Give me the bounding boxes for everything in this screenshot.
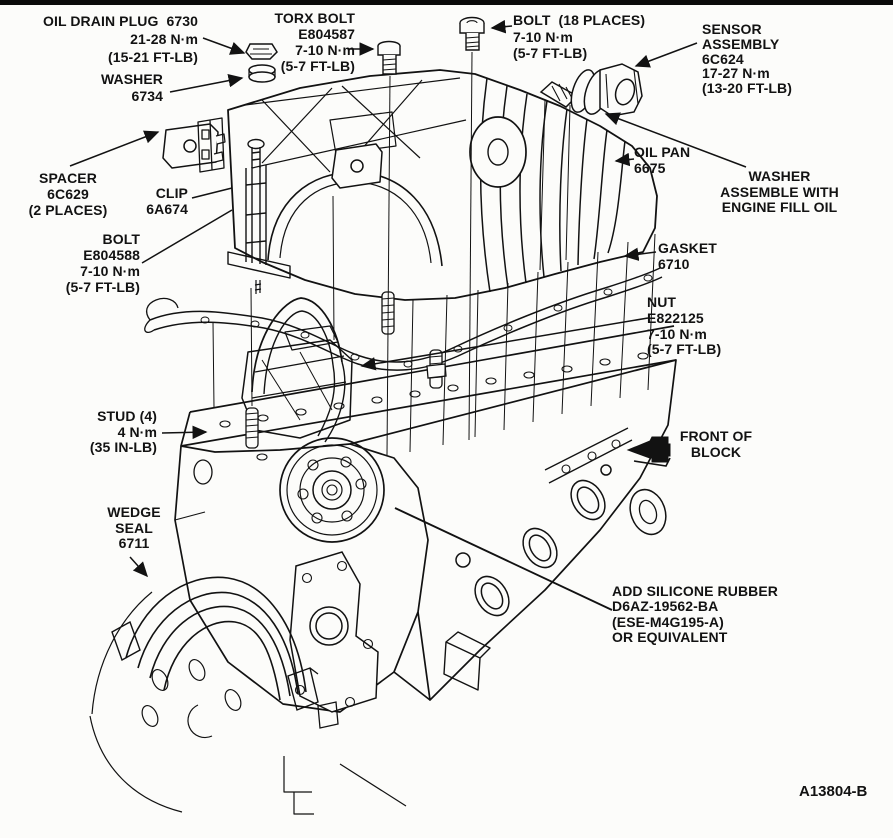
callout-line: 7-10 N·m [80,263,140,279]
callout-line: 17-27 N·m [702,65,770,82]
callout-line: ASSEMBLE WITH [720,183,839,200]
callout-line: (35 IN-LB) [89,439,157,455]
callout-line: 6C629 [47,186,89,202]
callout-line: (5-7 FT-LB) [513,45,588,61]
callout-line: (5-7 FT-LB) [65,279,140,295]
callout-line: ASSEMBLY [702,35,780,52]
callout-oil-drain-plug: OIL DRAIN PLUG 6730 21-28 N·m (15-21 FT-LB… [23,12,198,66]
hardware-drawing [245,16,643,449]
callout-line: (13-20 FT-LB) [702,80,792,97]
sensor-assembly-drawing [539,63,643,117]
callout-line: D6AZ-19562-BA [612,598,719,615]
callout-bolt-18-places: BOLT (18 PLACES)7-10 N·m(5-7 FT-LB) [513,12,663,62]
bolt-18-places-drawing [459,16,485,51]
callout-line: 6A674 [146,201,188,217]
figure-code: A13804-B [799,783,868,800]
callout-line: SPACER [39,170,97,186]
callout-line: SENSOR [702,21,762,37]
alignment-lines [212,51,656,456]
callout-line: 6710 [658,256,690,272]
callout-line: WASHER [748,168,811,184]
front-cover-drawing [289,551,379,729]
callout-line: ADD SILICONE RUBBER [612,583,779,599]
callout-line: OR EQUIVALENT [612,628,728,645]
callout-line: BLOCK [690,443,742,460]
oil-drain-plug-drawing [245,43,278,83]
callout-line: ENGINE FILL OIL [721,199,838,215]
callout-line: NUT [647,294,677,310]
callout-line: BOLT (18 PLACES) [513,12,646,28]
callout-line: FRONT OF [679,428,753,444]
callout-line: 4 N·m [117,423,157,440]
callout-line: E804588 [83,247,140,263]
leader-lines [69,19,747,611]
callout-line: 21-28 N·m [130,31,198,47]
callout-line: STUD (4) [97,408,157,424]
callout-line: 6734 [131,88,163,104]
wedge-seal-drawing [89,576,319,813]
callout-line: WASHER [100,71,163,87]
callout-line: 7-10 N·m [513,28,573,45]
gasket-drawing [144,267,663,443]
callout-line: E804587 [298,26,355,42]
callout-line: E822125 [647,309,704,326]
callout-line: (2 PLACES) [28,202,108,218]
callout-line: BOLT [102,231,140,247]
torx-bolt-drawing [377,40,401,75]
callout-line: 6675 [634,160,666,176]
callout-line: (ESE-M4G195-A) [612,613,724,630]
oil-pan-drawing [162,69,658,301]
crank-pulley-drawing [279,437,385,543]
callout-line: 6711 [118,535,150,551]
callout-line: 7-10 N·m [647,325,707,342]
callout-line: (5-7 FT-LB) [280,58,355,74]
callout-line: WEDGE [107,504,161,520]
callout-line: OIL PAN [634,144,691,160]
page-top-rule [0,0,893,5]
callout-line: TORX BOLT [274,10,355,26]
front-of-block-arrow-icon [626,436,671,467]
callout-line: CLIP [155,185,188,201]
callout-line: OIL DRAIN PLUG 6730 [42,13,198,29]
callout-line: GASKET [658,240,717,256]
callout-line: 6C624 [702,50,744,67]
callout-stud: STUD (4)4 N·m(35 IN-LB) [57,408,157,456]
callout-line: SEAL [115,519,153,536]
engine-block-drawing [174,325,677,815]
callout-line: (5-7 FT-LB) [647,341,722,358]
callout-line: (15-21 FT-LB) [108,49,198,65]
callout-line: 7-10 N·m [295,42,355,58]
